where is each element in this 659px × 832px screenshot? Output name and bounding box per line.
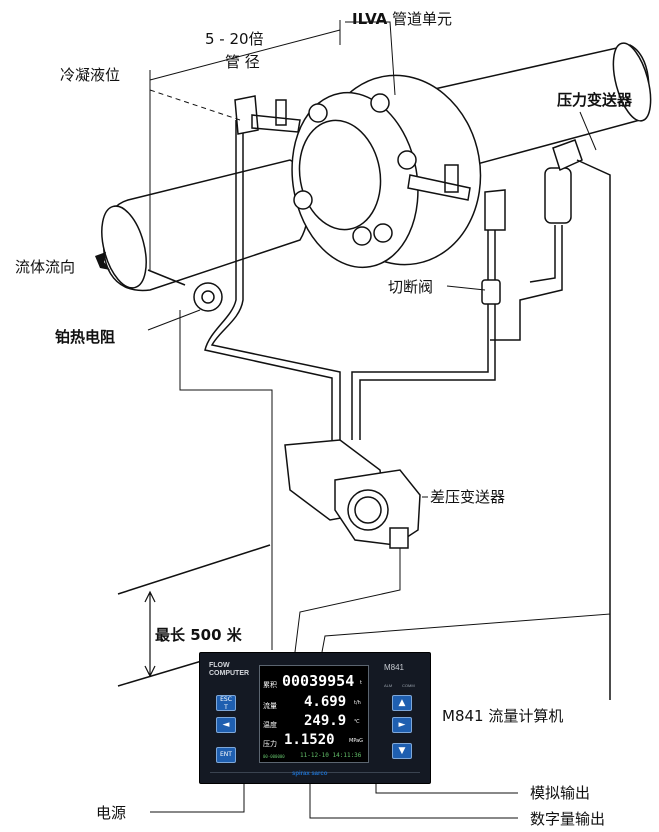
power-label: 电源 — [96, 804, 127, 822]
total-label: 累积 — [263, 681, 277, 689]
digital-output-label: 数字量输出 — [530, 810, 606, 828]
pressure-unit: MPaG — [349, 738, 364, 744]
distance-line-bottom — [117, 659, 206, 687]
flow-direction-label: 流体流向 — [15, 258, 76, 276]
ilva-bold: ILVA — [352, 10, 388, 28]
alarm-indicator: ALM — [384, 683, 393, 688]
isolation-valve-label: 切断阀 — [388, 278, 434, 296]
ilva-rest: 管道单元 — [387, 10, 453, 28]
up-arrow-icon: ▲ — [398, 698, 406, 708]
down-arrow-icon: ▼ — [398, 746, 406, 756]
enter-key[interactable]: ENT — [216, 747, 236, 763]
total-value: 00039954 — [282, 672, 355, 690]
flange-bore — [298, 119, 382, 231]
down-key[interactable]: ▼ — [392, 743, 412, 759]
flange-bolts — [293, 93, 417, 246]
temp-unit: ℃ — [354, 719, 360, 725]
spacing-label-line2: 管 径 — [225, 53, 260, 71]
analog-output-label: 模拟输出 — [530, 784, 591, 802]
digital-output-cable — [309, 782, 518, 819]
enter-key-label: ENT — [220, 751, 232, 758]
pressure-transmitter-body — [544, 167, 572, 224]
dp-transmitter-label: 差压变送器 — [430, 488, 506, 506]
temp-label: 温度 — [263, 721, 277, 729]
power-cable — [150, 782, 245, 813]
leader-pt — [579, 111, 597, 151]
esc-key-sub: T — [224, 704, 228, 711]
leader-rtd — [147, 309, 201, 331]
datetime: 11-12-10 14:11:36 — [300, 752, 362, 759]
right-root-valve — [407, 164, 506, 231]
display-screen: 累积 00039954 t 流量 4.699 t/h 温度 249.9 ℃ 压力… — [259, 665, 369, 763]
signal-cable-pt — [321, 613, 611, 700]
flow-computer-label: M841 流量计算机 — [442, 707, 564, 725]
left-pipe-end — [101, 205, 147, 289]
condensate-level-label: 冷凝液位 — [60, 66, 121, 84]
left-impulse-tube — [210, 120, 341, 440]
left-impulse-tube-outer — [204, 120, 333, 440]
brand-line2: COMPUTER — [209, 670, 250, 677]
comm-indicator: COMM — [402, 683, 415, 688]
left-arrow-icon: ◄ — [222, 720, 230, 730]
isolation-valve-body — [481, 279, 501, 305]
right-arrow-icon: ► — [398, 720, 406, 730]
panel-divider — [210, 772, 420, 773]
pressure-transmitter-tube — [490, 159, 611, 700]
model-label: M841 — [383, 663, 404, 672]
pressure-transmitter-head — [552, 139, 583, 172]
temp-value: 249.9 — [304, 713, 347, 729]
esc-key-label: ESC — [220, 696, 232, 703]
pressure-label: 压力 — [263, 740, 277, 748]
max-distance-label: 最长 500 米 — [155, 626, 242, 644]
status-code: 00-000000 — [263, 754, 285, 759]
total-unit: t — [360, 680, 362, 686]
brand-label: FLOW COMPUTER — [209, 662, 249, 678]
up-key[interactable]: ▲ — [392, 695, 412, 711]
distance-line-top — [117, 544, 271, 595]
flow-label: 流量 — [263, 702, 277, 710]
flow-direction-arrow-icon — [95, 252, 110, 270]
rtd-probe — [147, 269, 186, 286]
condensate-dashed — [149, 89, 241, 121]
footer-brand: spirax sarco — [292, 771, 328, 777]
flow-unit: t/h — [354, 700, 361, 706]
ilva-label: ILVA 管道单元 — [352, 12, 452, 27]
flow-computer: FLOW COMPUTER M841 ESC T ◄ ENT ALM COMM … — [199, 652, 431, 784]
left-root-valve — [234, 95, 301, 135]
leader-isolation-valve — [446, 285, 486, 291]
esc-key[interactable]: ESC T — [216, 695, 236, 711]
right-key[interactable]: ► — [392, 717, 412, 733]
flow-value: 4.699 — [304, 694, 347, 710]
brand-line1: FLOW — [209, 662, 230, 669]
right-pipe-end — [612, 42, 652, 122]
pressure-transmitter-label: 压力变送器 — [557, 91, 633, 109]
left-key[interactable]: ◄ — [216, 717, 236, 733]
platinum-rtd-label: 铂热电阻 — [55, 328, 116, 346]
ilva-leader — [345, 21, 396, 96]
spacing-label-line1: 5 - 20倍 — [205, 30, 264, 48]
signal-cable-rtd — [179, 310, 273, 650]
signal-cable-dp — [294, 548, 401, 653]
analog-output-cable — [375, 782, 518, 794]
distance-arrow — [144, 590, 156, 678]
pressure-value: 1.1520 — [284, 732, 335, 748]
